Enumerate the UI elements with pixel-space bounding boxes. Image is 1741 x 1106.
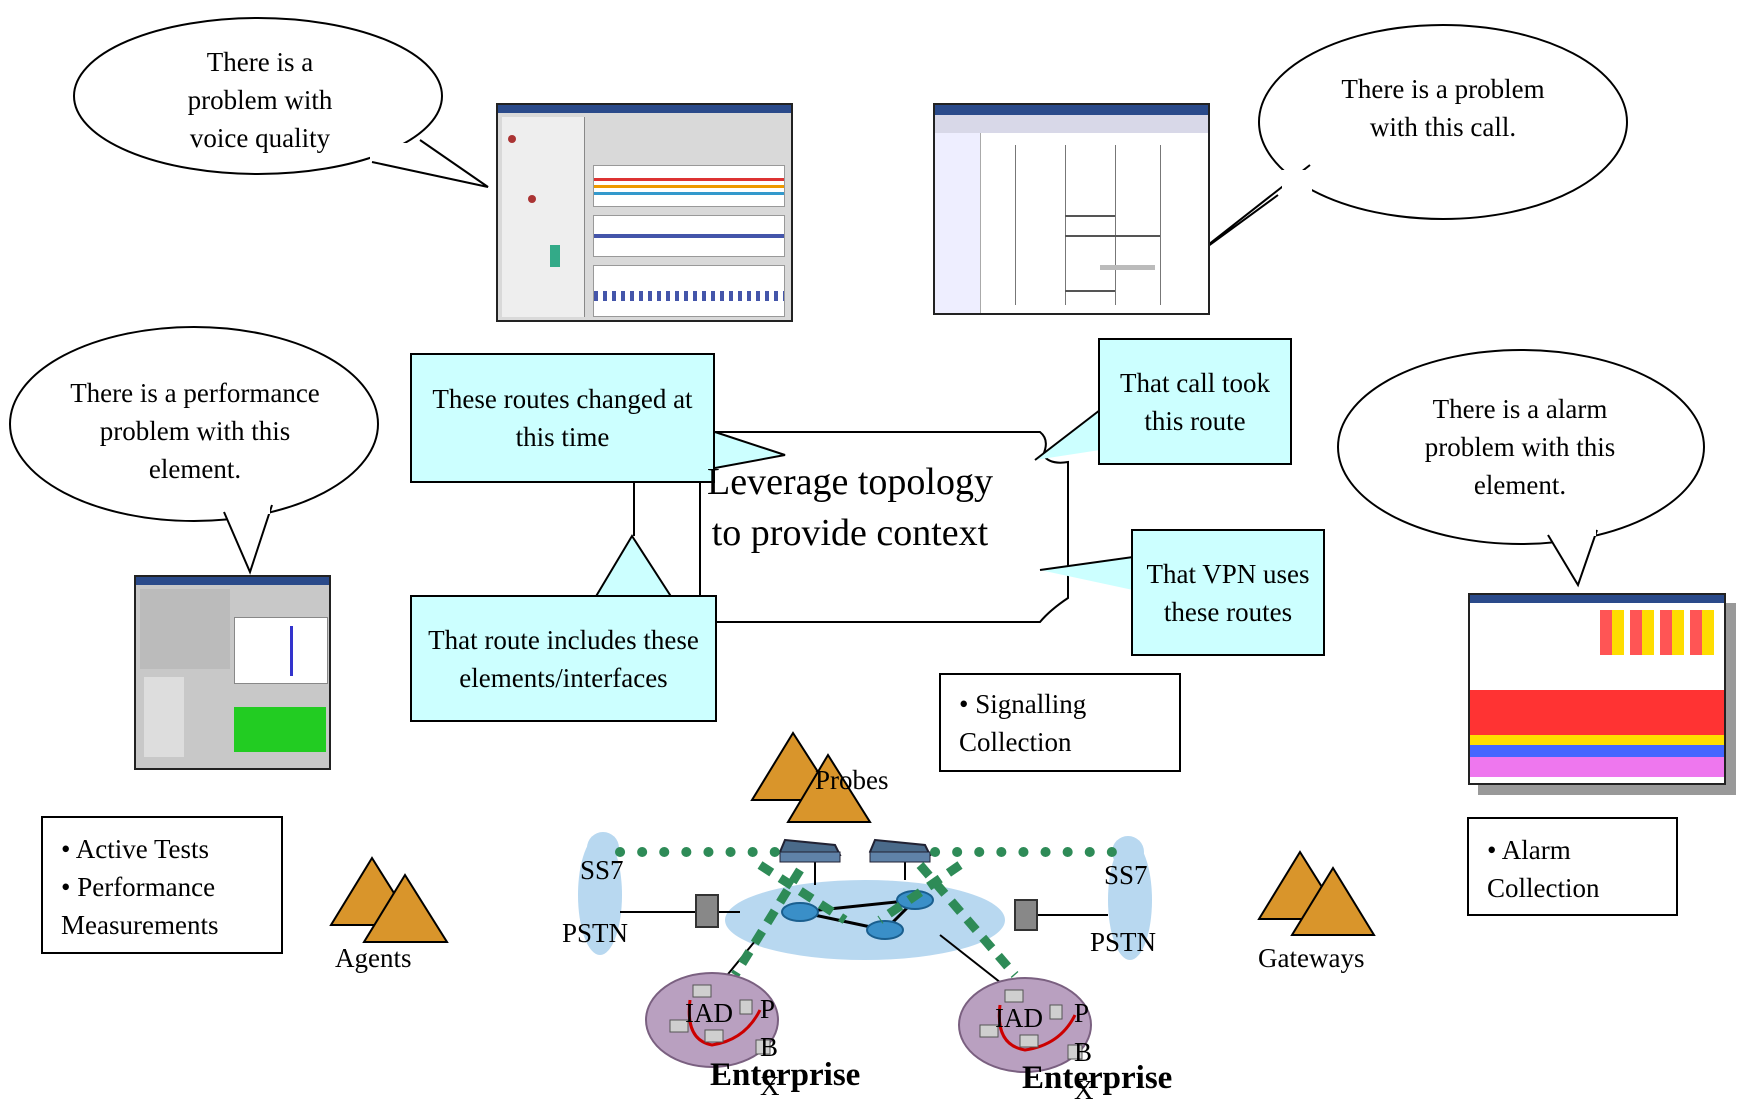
dotted-green-links bbox=[615, 847, 1120, 978]
iad-right-label: IAD bbox=[995, 1003, 1043, 1033]
call-flow-screenshot bbox=[933, 103, 1210, 315]
active-tests-box: • Active Tests • Performance Measurement… bbox=[41, 816, 283, 954]
alarm-line-2: Collection bbox=[1487, 873, 1600, 903]
active-tests-line-1: • Active Tests bbox=[61, 834, 210, 864]
pbx-left-b: B bbox=[760, 1032, 779, 1062]
bubble-voice-quality-text: There is a problem with voice quality bbox=[187, 47, 333, 153]
callout-route-includes: That route includes these elements/inter… bbox=[410, 595, 717, 722]
signalling-line-1: • Signalling bbox=[959, 689, 1087, 719]
gateway-server-left bbox=[695, 894, 719, 928]
pbx-right-p: P bbox=[1074, 998, 1090, 1028]
alarm-collection-box: • Alarm Collection bbox=[1467, 817, 1678, 916]
pbx-left-p: P bbox=[760, 994, 776, 1024]
probes-label: Probes bbox=[815, 765, 889, 795]
alarm-screenshot bbox=[1468, 593, 1726, 785]
signalling-probe-right bbox=[868, 838, 932, 863]
signalling-probe-left bbox=[778, 838, 842, 863]
center-shape bbox=[594, 407, 1134, 623]
gateways-label: Gateways bbox=[1258, 943, 1365, 973]
pbx-right-x: X bbox=[1074, 1075, 1094, 1105]
ss7-left-label: SS7 bbox=[580, 855, 624, 885]
alarm-line-1: • Alarm bbox=[1487, 835, 1571, 865]
pstn-left-label: PSTN bbox=[562, 918, 629, 948]
pstn-cloud-right bbox=[1108, 836, 1152, 960]
core-network-cloud bbox=[725, 880, 1005, 960]
pbx-left-x: X bbox=[760, 1071, 780, 1101]
voice-quality-screenshot bbox=[496, 103, 793, 322]
signalling-line-2: Collection bbox=[959, 727, 1072, 757]
gateways-triangles bbox=[1257, 850, 1376, 936]
bubble-alarm bbox=[1337, 349, 1705, 588]
center-text: Leverage topology to provide context bbox=[707, 461, 993, 554]
signalling-collection-box: • Signalling Collection bbox=[939, 673, 1181, 772]
enterprise-right-label: Enterprise bbox=[1022, 1060, 1173, 1096]
pbx-right-b: B bbox=[1074, 1037, 1093, 1067]
bubble-performance-text: There is a performance problem with this… bbox=[70, 378, 320, 484]
callout-routes-changed: These routes changed at this time bbox=[410, 353, 715, 483]
callout-call-route: That call took this route bbox=[1098, 338, 1292, 465]
gateway-server-right bbox=[1014, 899, 1038, 931]
agents-label: Agents bbox=[335, 943, 412, 973]
pstn-cloud-left bbox=[578, 832, 622, 955]
callout-vpn-routes: That VPN uses these routes bbox=[1131, 529, 1325, 656]
enterprise-site-left bbox=[645, 972, 779, 1068]
bubble-alarm-text: There is a alarm problem with this eleme… bbox=[1424, 394, 1616, 500]
probes-triangles bbox=[750, 731, 872, 823]
active-tests-line-2: • Performance bbox=[61, 872, 216, 902]
bubble-call-problem-text: There is a problem with this call. bbox=[1341, 74, 1545, 142]
iad-left-label: IAD bbox=[685, 998, 733, 1028]
enterprise-site-right bbox=[958, 977, 1092, 1073]
enterprise-left-label: Enterprise bbox=[710, 1057, 861, 1093]
agents-triangles bbox=[329, 856, 449, 943]
active-tests-line-3: Measurements bbox=[61, 910, 219, 940]
bubble-performance bbox=[9, 326, 379, 575]
bubble-voice-quality bbox=[73, 17, 489, 188]
pstn-right-label: PSTN bbox=[1090, 927, 1157, 957]
performance-screenshot bbox=[134, 575, 331, 770]
ss7-right-label: SS7 bbox=[1104, 860, 1148, 890]
